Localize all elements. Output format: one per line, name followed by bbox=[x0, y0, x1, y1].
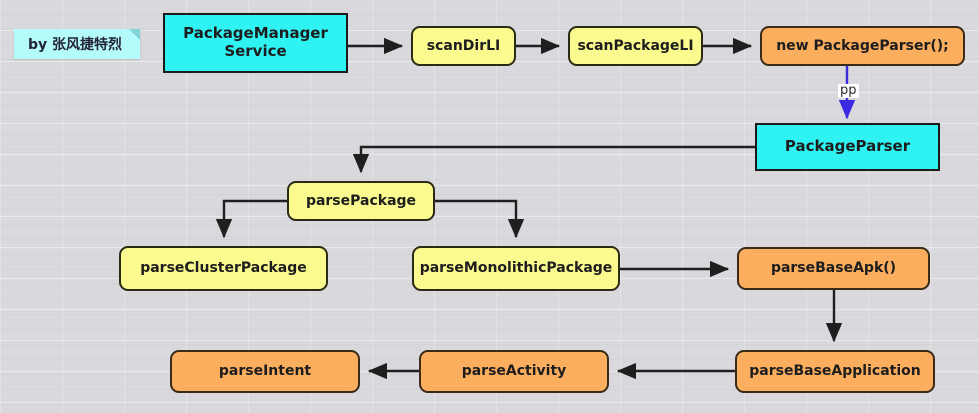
edge-parsepackage-to-parsecluster bbox=[215, 199, 287, 239]
edge-packageparser-to-parsepackage bbox=[352, 145, 755, 174]
watermark-label: by 张风捷特烈 bbox=[28, 37, 123, 53]
node-package-manager-service[interactable]: PackageManager Service bbox=[163, 13, 348, 73]
node-parse-intent[interactable]: parseIntent bbox=[170, 350, 360, 393]
node-parse-activity[interactable]: parseActivity bbox=[419, 350, 609, 393]
node-scan-package-li[interactable]: scanPackageLI bbox=[568, 26, 703, 66]
node-parse-cluster-package[interactable]: parseClusterPackage bbox=[119, 246, 328, 291]
ribbon-fold-icon bbox=[129, 29, 140, 40]
node-parse-monolithic-package[interactable]: parseMonolithicPackage bbox=[412, 246, 620, 291]
node-scan-dir-li[interactable]: scanDirLI bbox=[411, 26, 516, 66]
watermark-ribbon: by 张风捷特烈 bbox=[14, 29, 140, 59]
node-parse-base-apk[interactable]: parseBaseApk() bbox=[737, 247, 930, 290]
node-package-parser[interactable]: PackageParser bbox=[755, 123, 940, 171]
node-parse-package[interactable]: parsePackage bbox=[287, 181, 435, 221]
edge-parsepackage-to-parsemonolithic bbox=[435, 199, 525, 239]
node-parse-base-application[interactable]: parseBaseApplication bbox=[735, 350, 935, 393]
edge-label-pp: pp bbox=[838, 83, 859, 99]
node-new-package-parser[interactable]: new PackageParser(); bbox=[760, 26, 965, 66]
